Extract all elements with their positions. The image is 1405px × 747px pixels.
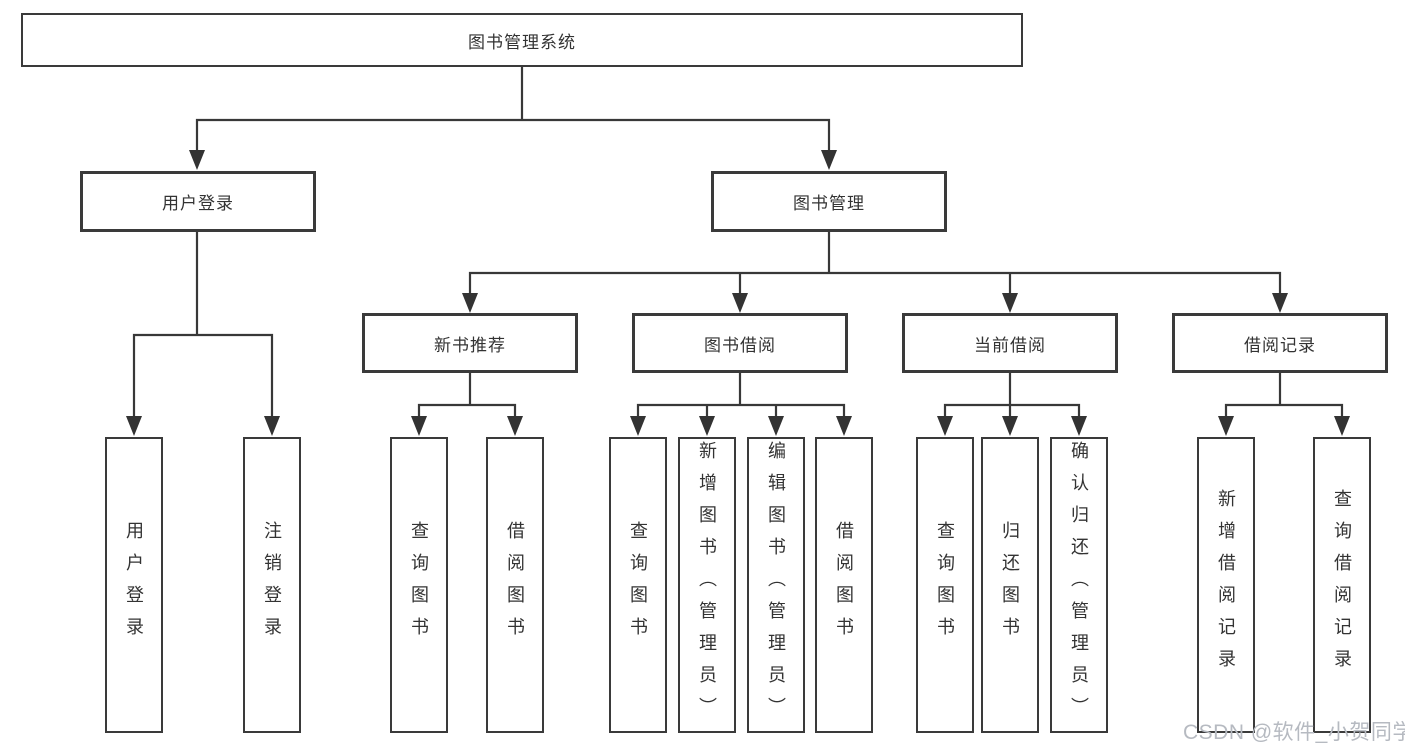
csdn-watermark: CSDN @软件_小贺同学 (1183, 721, 1405, 744)
node-current-borrow: 当前借阅 (902, 313, 1118, 373)
node-book-management: 图书管理 (711, 171, 947, 232)
connector-book-management-to-level3 (462, 230, 1288, 313)
leaf-borrow-books-label: 借阅图书 (834, 521, 854, 649)
connector-borrow-records-to-leaves (1218, 371, 1350, 436)
arrow-down-icon (699, 416, 715, 436)
arrow-down-icon (507, 416, 523, 436)
leaf-user-login-label: 用户登录 (124, 521, 144, 649)
arrow-down-icon (264, 416, 280, 436)
arrow-down-icon (836, 416, 852, 436)
connector-new-book-recommend-to-leaves (411, 371, 523, 436)
arrow-down-icon (1071, 416, 1087, 436)
node-current-borrow-label: 当前借阅 (974, 335, 1046, 355)
leaf-confirm-return-admin-label: 确认归还（管理员） (1069, 441, 1089, 729)
leaf-add-book-admin: 新增图书（管理员） (678, 437, 736, 733)
arrow-down-icon (1002, 293, 1018, 313)
arrow-down-icon (462, 293, 478, 313)
arrow-down-icon (1272, 293, 1288, 313)
leaf-query-books-recommend-label: 查询图书 (409, 521, 429, 649)
connector-root-to-level2 (189, 65, 837, 170)
leaf-add-borrow-record-label: 新增借阅记录 (1216, 489, 1236, 681)
leaf-logout: 注销登录 (243, 437, 301, 733)
leaf-edit-book-admin: 编辑图书（管理员） (747, 437, 805, 733)
node-book-borrow-label: 图书借阅 (704, 335, 776, 355)
leaf-logout-label: 注销登录 (262, 521, 282, 649)
leaf-confirm-return-admin: 确认归还（管理员） (1050, 437, 1108, 733)
node-book-management-label: 图书管理 (793, 194, 865, 213)
arrow-down-icon (411, 416, 427, 436)
node-user-login: 用户登录 (80, 171, 316, 232)
leaf-edit-book-admin-label: 编辑图书（管理员） (766, 441, 786, 729)
connector-current-borrow-to-leaves (937, 371, 1087, 436)
leaf-borrow-books-recommend-label: 借阅图书 (505, 521, 525, 649)
leaf-add-borrow-record: 新增借阅记录 (1197, 437, 1255, 733)
arrow-down-icon (732, 293, 748, 313)
node-book-borrow: 图书借阅 (632, 313, 848, 373)
connector-book-borrow-to-leaves (630, 371, 852, 436)
leaf-return-book: 归还图书 (981, 437, 1039, 733)
leaf-query-books-borrow-label: 查询图书 (628, 521, 648, 649)
node-borrow-records-label: 借阅记录 (1244, 335, 1316, 355)
arrow-down-icon (1002, 416, 1018, 436)
leaf-query-borrow-record: 查询借阅记录 (1313, 437, 1371, 733)
arrow-down-icon (1334, 416, 1350, 436)
arrow-down-icon (189, 150, 205, 170)
arrow-down-icon (768, 416, 784, 436)
arrow-down-icon (937, 416, 953, 436)
node-new-book-recommend-label: 新书推荐 (434, 335, 506, 355)
node-new-book-recommend: 新书推荐 (362, 313, 578, 373)
node-library-management-system: 图书管理系统 (21, 13, 1023, 67)
leaf-query-books-borrow: 查询图书 (609, 437, 667, 733)
leaf-user-login: 用户登录 (105, 437, 163, 733)
arrow-down-icon (126, 416, 142, 436)
leaf-add-book-admin-label: 新增图书（管理员） (697, 441, 717, 729)
leaf-query-books-current: 查询图书 (916, 437, 974, 733)
leaf-query-books-current-label: 查询图书 (935, 521, 955, 649)
arrow-down-icon (1218, 416, 1234, 436)
leaf-query-borrow-record-label: 查询借阅记录 (1332, 489, 1352, 681)
leaf-borrow-books-recommend: 借阅图书 (486, 437, 544, 733)
node-library-management-system-label: 图书管理系统 (468, 32, 576, 52)
arrow-down-icon (630, 416, 646, 436)
arrow-down-icon (821, 150, 837, 170)
node-user-login-label: 用户登录 (162, 194, 234, 213)
leaf-return-book-label: 归还图书 (1000, 521, 1020, 649)
leaf-borrow-books: 借阅图书 (815, 437, 873, 733)
connector-user-login-to-leaves (126, 230, 280, 436)
node-borrow-records: 借阅记录 (1172, 313, 1388, 373)
leaf-query-books-recommend: 查询图书 (390, 437, 448, 733)
